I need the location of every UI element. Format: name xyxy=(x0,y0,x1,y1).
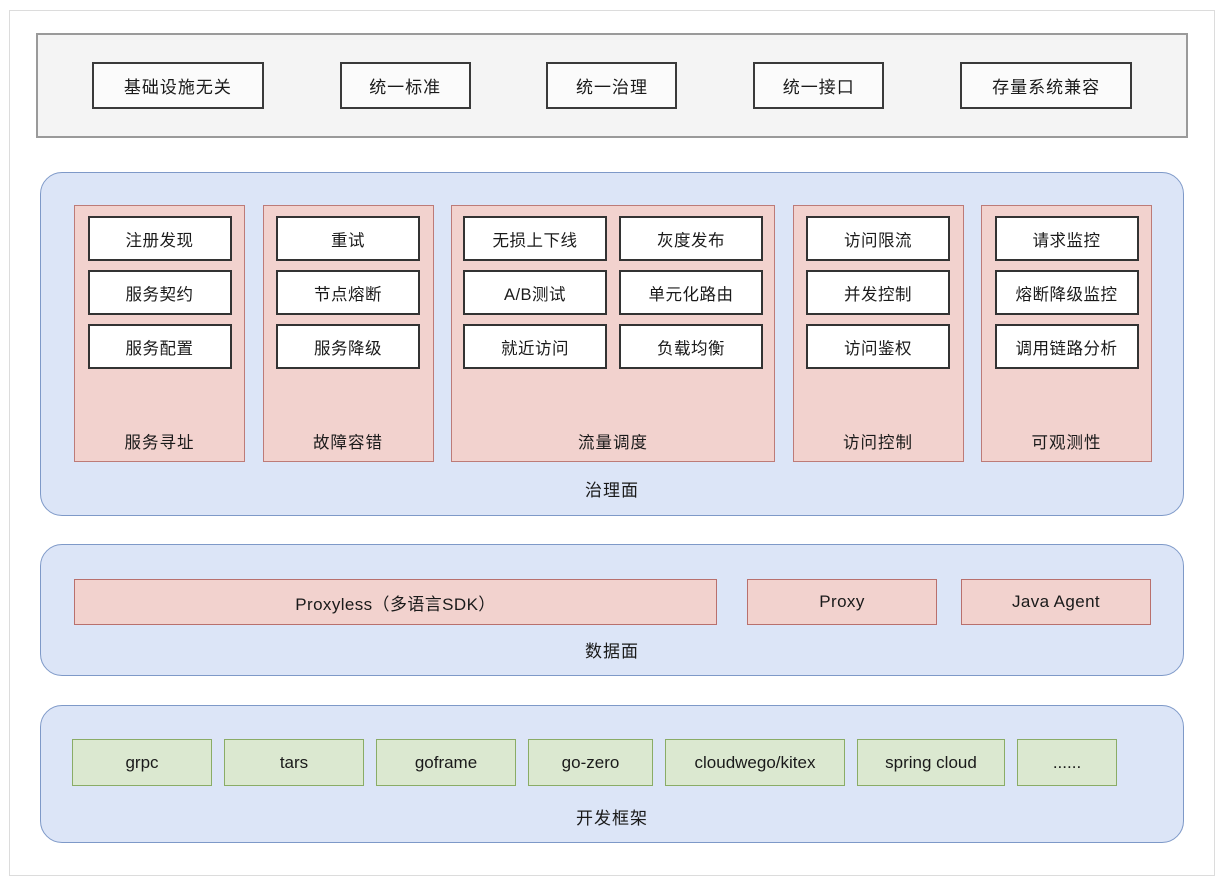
data-plane: Proxyless（多语言SDK） Proxy Java Agent 数据面 xyxy=(40,544,1184,676)
governance-item: 灰度发布 xyxy=(619,216,763,261)
principle-label: 统一治理 xyxy=(575,78,648,97)
governance-group-label: 可观测性 xyxy=(1031,434,1102,452)
framework-box-go-zero: go-zero xyxy=(528,739,653,786)
governance-group-items: 无损上下线 灰度发布 A/B测试 单元化路由 就近访问 负载均衡 xyxy=(463,216,763,422)
principle-label: 基础设施无关 xyxy=(123,78,232,97)
governance-item: 单元化路由 xyxy=(619,270,763,315)
governance-item: 并发控制 xyxy=(806,270,950,315)
framework-box-spring-cloud: spring cloud xyxy=(857,739,1005,786)
governance-item: 就近访问 xyxy=(463,324,607,369)
principle-box-4: 存量系统兼容 xyxy=(960,62,1133,109)
governance-item: 服务契约 xyxy=(87,270,232,315)
governance-group-items: 请求监控 熔断降级监控 调用链路分析 xyxy=(993,216,1140,422)
framework-box-more: ...... xyxy=(1017,739,1117,786)
governance-item: 熔断降级监控 xyxy=(994,270,1139,315)
governance-group-items: 注册发现 服务契约 服务配置 xyxy=(86,216,233,422)
framework-plane-label: 开发框架 xyxy=(576,809,648,828)
governance-group-service-addressing: 注册发现 服务契约 服务配置 服务寻址 xyxy=(74,205,245,462)
principle-box-0: 基础设施无关 xyxy=(91,62,264,109)
data-plane-label: 数据面 xyxy=(585,642,639,661)
governance-group-label: 访问控制 xyxy=(843,434,913,452)
framework-box-grpc: grpc xyxy=(72,739,212,786)
governance-item: 调用链路分析 xyxy=(994,324,1139,369)
governance-item: 注册发现 xyxy=(87,216,232,261)
principle-label: 统一接口 xyxy=(782,78,855,97)
governance-group-traffic-scheduling: 无损上下线 灰度发布 A/B测试 单元化路由 就近访问 负载均衡 流量调度 xyxy=(451,205,775,462)
governance-group-fault-tolerance: 重试 节点熔断 服务降级 故障容错 xyxy=(262,205,434,462)
principle-box-3: 统一接口 xyxy=(753,62,885,109)
governance-group-label: 流量调度 xyxy=(578,434,648,452)
data-plane-box-java-agent: Java Agent xyxy=(961,579,1151,625)
governance-plane: 注册发现 服务契约 服务配置 服务寻址 重试 节点熔断 服务降级 故障容错 无损… xyxy=(40,172,1184,516)
governance-group-access-control: 访问限流 并发控制 访问鉴权 访问控制 xyxy=(792,205,964,462)
framework-plane: grpc tars goframe go-zero cloudwego/kite… xyxy=(40,705,1184,843)
governance-group-items: 重试 节点熔断 服务降级 xyxy=(275,216,422,422)
governance-group-label: 服务寻址 xyxy=(124,434,195,452)
principle-box-1: 统一标准 xyxy=(339,62,471,109)
framework-row: grpc tars goframe go-zero cloudwego/kite… xyxy=(72,739,1152,786)
data-plane-row: Proxyless（多语言SDK） Proxy Java Agent xyxy=(74,579,1152,625)
framework-box-goframe: goframe xyxy=(376,739,516,786)
principle-label: 统一标准 xyxy=(369,78,442,97)
governance-item: 节点熔断 xyxy=(276,270,420,315)
governance-item: 服务配置 xyxy=(87,324,232,369)
governance-item: 重试 xyxy=(276,216,420,261)
governance-item: 请求监控 xyxy=(994,216,1139,261)
governance-item: 服务降级 xyxy=(276,324,420,369)
framework-box-tars: tars xyxy=(224,739,364,786)
governance-item: 无损上下线 xyxy=(463,216,607,261)
governance-plane-label: 治理面 xyxy=(585,481,639,500)
governance-item: A/B测试 xyxy=(463,270,607,315)
governance-item: 负载均衡 xyxy=(619,324,763,369)
principle-box-2: 统一治理 xyxy=(546,62,678,109)
principles-bar: 基础设施无关 统一标准 统一治理 统一接口 存量系统兼容 xyxy=(36,33,1188,138)
governance-group-items: 访问限流 并发控制 访问鉴权 xyxy=(805,216,952,422)
data-plane-box-proxy: Proxy xyxy=(747,579,937,625)
governance-item: 访问鉴权 xyxy=(806,324,950,369)
governance-item: 访问限流 xyxy=(806,216,950,261)
framework-box-cloudwego-kitex: cloudwego/kitex xyxy=(665,739,845,786)
principle-label: 存量系统兼容 xyxy=(992,78,1101,97)
governance-group-observability: 请求监控 熔断降级监控 调用链路分析 可观测性 xyxy=(981,205,1152,462)
governance-groups: 注册发现 服务契约 服务配置 服务寻址 重试 节点熔断 服务降级 故障容错 无损… xyxy=(74,205,1152,462)
governance-group-label: 故障容错 xyxy=(313,434,383,452)
data-plane-box-proxyless: Proxyless（多语言SDK） xyxy=(74,579,717,625)
